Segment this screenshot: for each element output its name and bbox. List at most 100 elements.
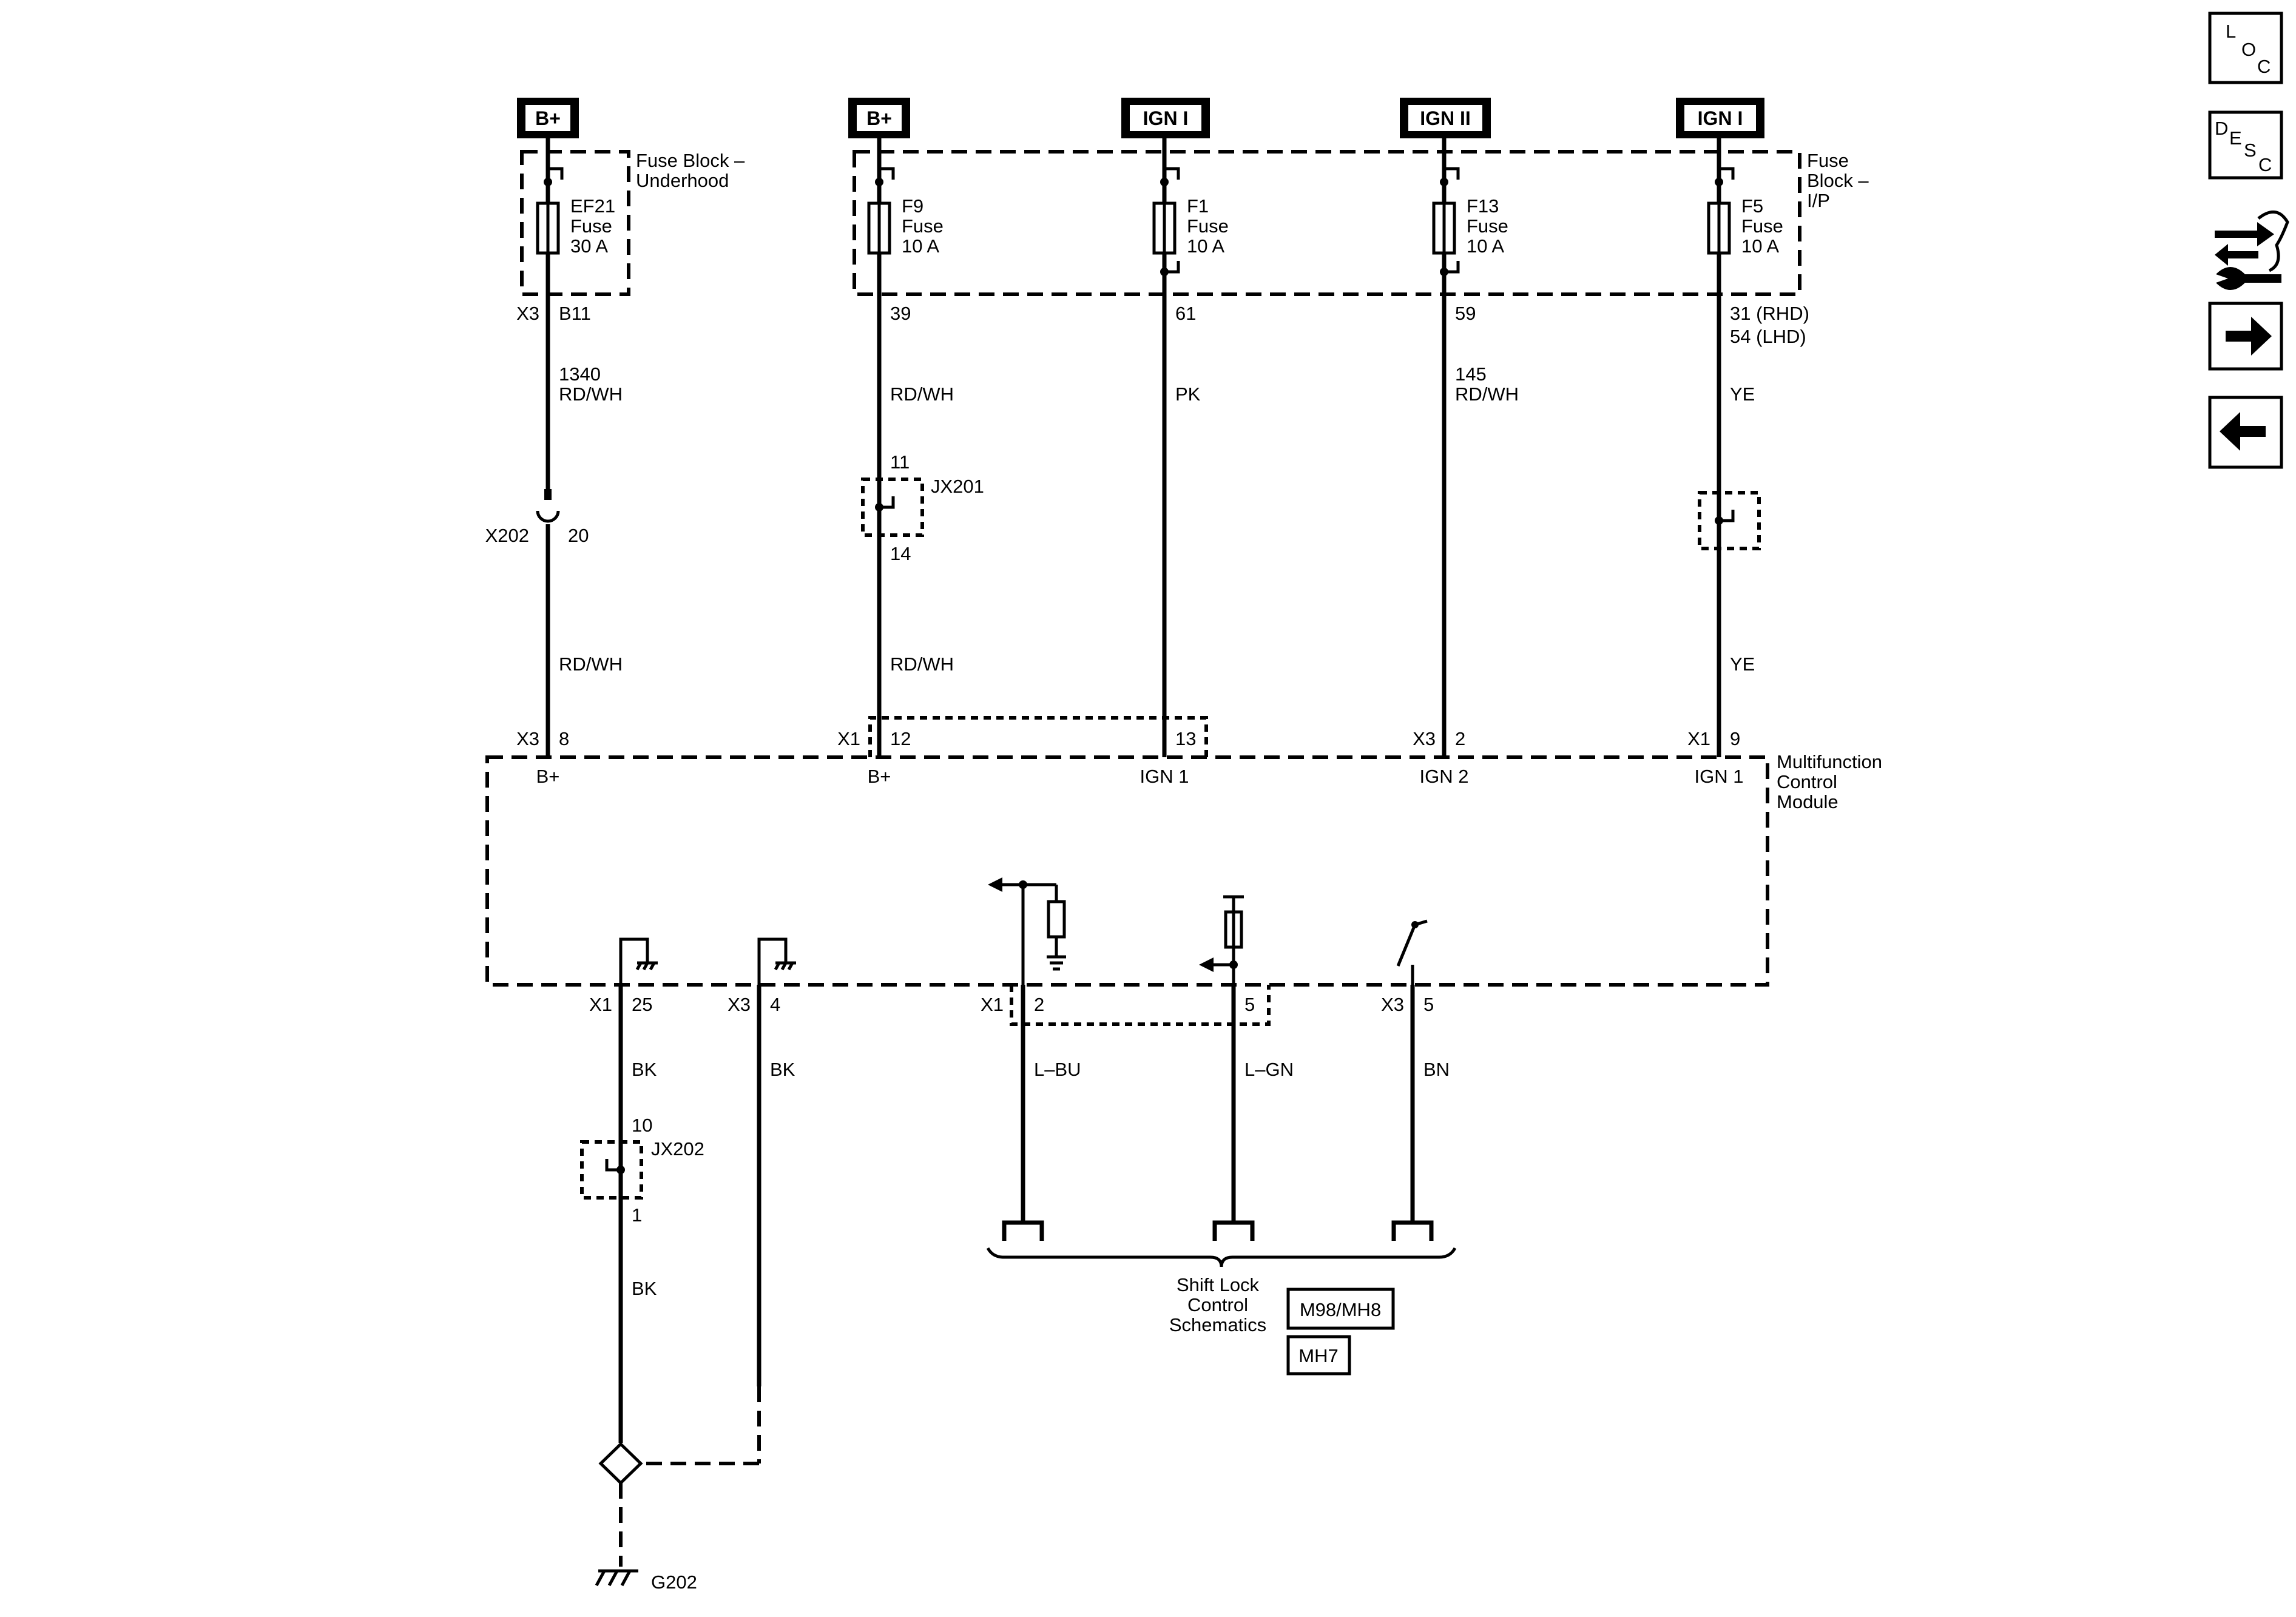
power-source-label: IGN I	[1143, 107, 1189, 129]
inline-connector-pin: 20	[568, 525, 589, 546]
circuit-color: RD/WH	[890, 383, 954, 405]
power-source-ign-1-a: IGN I	[1121, 98, 1210, 138]
splice-name: JX202	[651, 1138, 704, 1160]
circuit-color: YE	[1730, 383, 1755, 405]
desc-letter-c: C	[2258, 154, 2272, 175]
module-bottom-connector: X3	[728, 994, 751, 1015]
wire-l-bu	[1002, 985, 1044, 1241]
module-top-pin: 9	[1730, 728, 1740, 749]
power-source-ign-2: IGN II	[1400, 98, 1491, 138]
fuse-name: EF21	[570, 195, 615, 217]
internal-pullup-x1-5	[1199, 895, 1244, 985]
wire-color-ground: BK	[632, 1278, 657, 1299]
wire-color-lower: RD/WH	[890, 653, 954, 675]
multifunction-control-module-outline	[485, 755, 1769, 987]
option-label: MH7	[1298, 1345, 1338, 1366]
inline-connector-x202: X202 20	[485, 489, 589, 546]
fuse-f9: F9 Fuse 10 A	[867, 138, 944, 257]
module-bottom-connector: X3	[1381, 994, 1404, 1015]
fuse-block-underhood-label-2: Underhood	[636, 170, 729, 191]
loc-letter-c: C	[2257, 56, 2271, 77]
fuse-output-pin: 61	[1175, 303, 1196, 324]
fuse-block-ip-label-1: Fuse	[1807, 150, 1849, 171]
diagnostic-tools-icon[interactable]	[2215, 210, 2289, 290]
module-bottom-pin: 5	[1423, 994, 1434, 1015]
splice-pin-in: 10	[632, 1115, 652, 1136]
wire-color: L–BU	[1034, 1059, 1081, 1080]
ground-name: G202	[651, 1571, 697, 1593]
wire-color: BK	[632, 1059, 657, 1080]
module-top-signal: B+	[868, 766, 891, 787]
module-top-connector: X1	[1687, 728, 1710, 749]
fuse-ef21: EF21 Fuse 30 A	[536, 138, 615, 257]
fuse-type: Fuse	[1741, 215, 1783, 237]
internal-pulldown-x1-2	[988, 877, 1066, 985]
module-bottom-connector: X1	[589, 994, 612, 1015]
module-top-signal: IGN 1	[1695, 766, 1744, 787]
arrow-left-icon[interactable]	[2208, 396, 2283, 469]
internal-ground-x3-4	[757, 937, 796, 985]
fuse-type: Fuse	[570, 215, 612, 237]
fuse-block-underhood-outline	[520, 150, 630, 296]
circuit-number: 1340	[559, 363, 601, 385]
wire-color: BN	[1423, 1059, 1450, 1080]
connector-x1-12-13-outline	[868, 716, 1208, 757]
arrow-right-icon[interactable]	[2208, 302, 2283, 371]
power-source-ign-1-b: IGN I	[1676, 98, 1764, 138]
loc-letter-l: L	[2226, 21, 2236, 42]
wire-color-lower: RD/WH	[559, 653, 623, 675]
power-source-label: B+	[866, 107, 892, 129]
module-bottom-pin: 4	[770, 994, 780, 1015]
module-bottom-pin: 25	[632, 994, 652, 1015]
fuse-name: F13	[1467, 195, 1499, 217]
desc-letter-s: S	[2244, 140, 2257, 161]
wire-color-lower: YE	[1730, 653, 1755, 675]
internal-ground-x1-25	[619, 937, 658, 985]
module-top-signal: B+	[536, 766, 560, 787]
fuse-type: Fuse	[1187, 215, 1229, 237]
connector-x1-2-5-outline	[1010, 985, 1271, 1026]
option-mh7-button[interactable]: MH7	[1286, 1335, 1351, 1376]
fuse-name: F1	[1187, 195, 1209, 217]
power-source-label: IGN I	[1698, 107, 1743, 129]
fuse-rating: 10 A	[1741, 235, 1779, 257]
desc-button[interactable]: D E S C	[2208, 110, 2283, 180]
splice-pin-out: 1	[632, 1204, 642, 1226]
fuse-output-pin-alt: 54 (LHD)	[1730, 326, 1806, 347]
power-source-label: IGN II	[1420, 107, 1471, 129]
fuse-output-connector: X3	[516, 303, 539, 324]
shift-lock-label-3: Schematics	[1169, 1314, 1266, 1335]
splice-pin-out: 14	[890, 543, 911, 564]
power-source-label: B+	[535, 107, 561, 129]
desc-letter-e: E	[2229, 127, 2242, 149]
fuse-rating: 30 A	[570, 235, 608, 257]
inline-connector-name: X202	[485, 525, 529, 546]
fuse-block-underhood-label-1: Fuse Block –	[636, 150, 745, 171]
fuse-name: F9	[902, 195, 923, 217]
splice-pin-in: 11	[890, 451, 910, 473]
option-m98-mh8-button[interactable]: M98/MH8	[1286, 1288, 1395, 1330]
module-top-connector: X3	[516, 728, 539, 749]
module-top-pin: 12	[890, 728, 911, 749]
module-name-2: Control	[1777, 771, 1837, 792]
fuse-output-pin: 39	[890, 303, 911, 324]
wire-bn	[1391, 985, 1434, 1241]
splice-ye-inline	[1698, 491, 1761, 550]
fuse-block-ip-label-2: Block –	[1807, 170, 1869, 191]
fuse-f5: F5 Fuse 10 A	[1707, 138, 1783, 257]
shift-lock-label-1: Shift Lock	[1177, 1274, 1260, 1295]
shift-lock-label-2: Control	[1187, 1294, 1248, 1315]
loc-button[interactable]: L O C	[2208, 12, 2283, 84]
fuse-output-pin: B11	[559, 303, 591, 324]
fuse-name: F5	[1741, 195, 1763, 217]
module-bottom-connector: X1	[981, 994, 1004, 1015]
module-top-pin: 2	[1455, 728, 1465, 749]
wire-color: BK	[770, 1059, 795, 1080]
module-name-1: Multifunction	[1777, 751, 1882, 772]
desc-letter-d: D	[2215, 118, 2228, 139]
option-label: M98/MH8	[1300, 1299, 1381, 1320]
fuse-rating: 10 A	[1467, 235, 1504, 257]
splice-name: JX201	[931, 476, 984, 497]
wire-l-gn	[1212, 985, 1255, 1241]
